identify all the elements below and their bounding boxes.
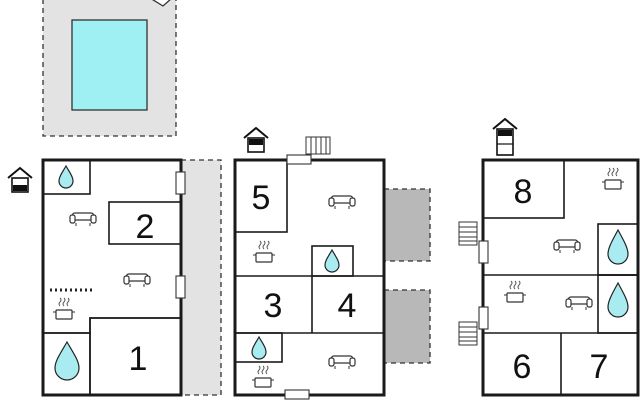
stairs-icon (305, 136, 331, 155)
door-icon (478, 306, 489, 330)
cooking-pot-icon (253, 240, 275, 263)
room-5-outline (234, 159, 288, 233)
bathroom-lower (234, 332, 283, 363)
sofa-icon (69, 212, 97, 226)
door-icon (175, 275, 186, 299)
room-1-label: 1 (129, 340, 148, 378)
room-1-outline (89, 317, 182, 396)
room-2-outline (108, 201, 182, 245)
cooking-pot-icon (504, 280, 526, 303)
room-4: 4 (338, 287, 357, 325)
water-drop-icon (324, 248, 340, 273)
water-drop-icon (607, 281, 629, 318)
house-floor-icon (492, 117, 518, 156)
cooking-pot-icon (53, 297, 75, 320)
room-2: 2 (108, 201, 182, 246)
floor-2: 5 3 4 (233, 126, 431, 400)
room-1: 1 (89, 317, 182, 396)
room-6-label: 6 (513, 348, 532, 386)
terrace-upper (383, 188, 431, 262)
door-icon (286, 154, 312, 165)
terrace-lower (383, 289, 431, 364)
floor-1: 2 (7, 158, 222, 397)
water-drop-icon (54, 340, 80, 381)
room-8-outline (482, 159, 565, 219)
room-6: 6 (513, 348, 532, 386)
cooking-pot-icon (602, 167, 624, 190)
room-5: 5 (234, 159, 288, 233)
bathroom-small-top (42, 159, 91, 195)
room-8-label: 8 (514, 173, 533, 211)
floor-1-partition (43, 317, 181, 334)
sofa-icon (328, 355, 356, 369)
side-terrace (180, 159, 222, 396)
water-drop-icon (607, 228, 629, 265)
house-floor-icon (243, 126, 269, 153)
room-3-label: 3 (264, 287, 283, 325)
door-icon (478, 240, 489, 264)
room-3: 3 (264, 287, 283, 325)
room-7-label: 7 (590, 348, 609, 386)
door-icon (284, 389, 310, 400)
room-7: 7 (590, 348, 609, 386)
house-floor-icon (7, 166, 33, 193)
swimming-pool (71, 19, 148, 111)
stairs-icon (458, 321, 478, 346)
room-5-label: 5 (252, 179, 271, 217)
floor-3: 8 (458, 117, 640, 397)
room-4-label: 4 (338, 287, 357, 325)
water-drop-icon (251, 335, 267, 360)
sofa-icon (123, 273, 151, 287)
stairs-icon (458, 221, 478, 246)
water-drop-icon (58, 164, 74, 189)
door-icon (175, 171, 186, 195)
yard-with-pool (42, 0, 177, 137)
sofa-icon (553, 239, 581, 253)
cooking-pot-icon (252, 365, 274, 388)
room-8: 8 (482, 159, 565, 219)
sofa-icon (565, 296, 593, 310)
yard-path (152, 0, 171, 7)
sofa-icon (328, 195, 356, 209)
room-2-label: 2 (136, 208, 155, 246)
